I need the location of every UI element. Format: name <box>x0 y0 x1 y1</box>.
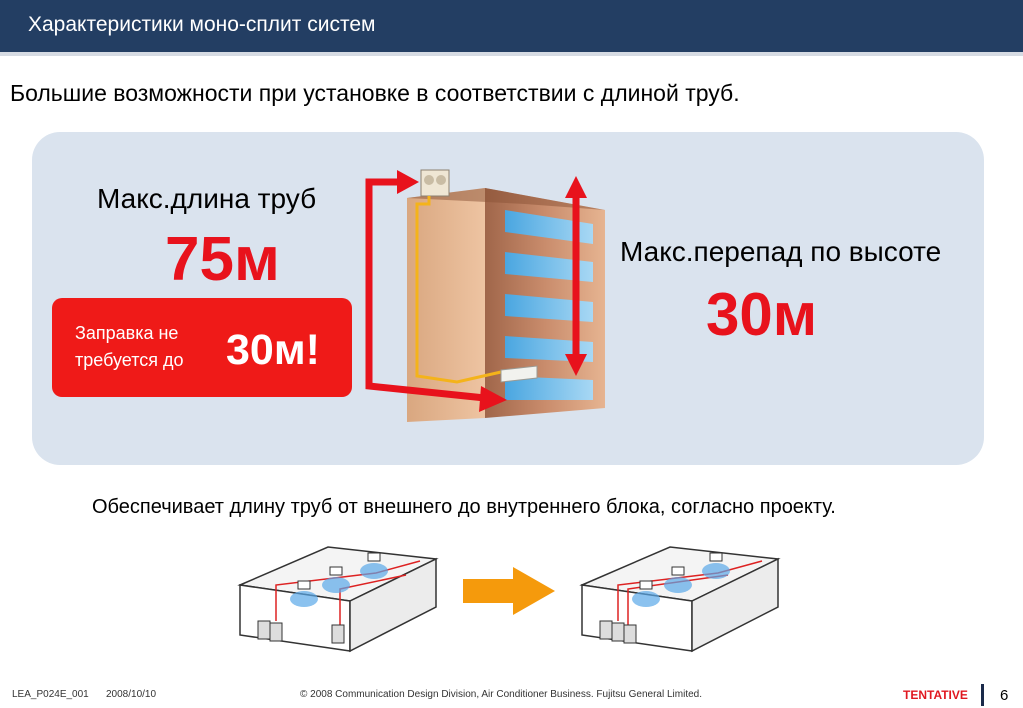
pipe-length-label: Макс.длина труб <box>97 183 317 214</box>
footer-date: 2008/10/10 <box>106 689 157 700</box>
pipe-length-value: 75м <box>165 225 280 294</box>
window-band <box>505 376 593 400</box>
transition-arrow-icon <box>463 567 555 615</box>
building-side-face <box>407 188 485 422</box>
slide-title: Характеристики моно-сплит систем <box>28 13 376 36</box>
refrigerant-pipe <box>415 196 502 384</box>
no-charge-value: 30м! <box>226 326 320 374</box>
window-band <box>505 210 593 244</box>
caption-text: Обеспечивает длину труб от внешнего до в… <box>92 496 836 518</box>
height-diff-value: 30м <box>706 281 818 348</box>
arrow-head-down <box>565 354 587 376</box>
header-bar: Характеристики моно-сплит систем <box>0 0 1023 52</box>
slide-subtitle: Большие возможности при установке в соот… <box>10 80 740 106</box>
pipe-route-line <box>365 178 399 386</box>
no-charge-text: Заправка не требуется до <box>75 323 184 370</box>
footer-copyright: © 2008 Communication Design Division, Ai… <box>300 689 702 700</box>
indoor-unit <box>500 365 538 383</box>
footer-separator <box>981 684 984 706</box>
arrow-head-right <box>479 386 507 412</box>
header-divider <box>0 52 1023 56</box>
footer-doc-id: LEA_P024E_001 <box>12 689 89 700</box>
pipe-route-arrows <box>365 170 587 412</box>
no-charge-callout <box>52 298 352 397</box>
page-number: 6 <box>1000 687 1009 704</box>
window-band <box>505 252 593 282</box>
arrow-head-right <box>397 170 419 194</box>
room-layout-after <box>579 546 781 653</box>
footer-status: TENTATIVE <box>903 688 968 702</box>
window-band <box>505 294 593 322</box>
room-layout-before <box>237 546 439 653</box>
height-diff-label: Макс.перепад по высоте <box>620 236 942 267</box>
arrow-head-up <box>565 176 587 198</box>
